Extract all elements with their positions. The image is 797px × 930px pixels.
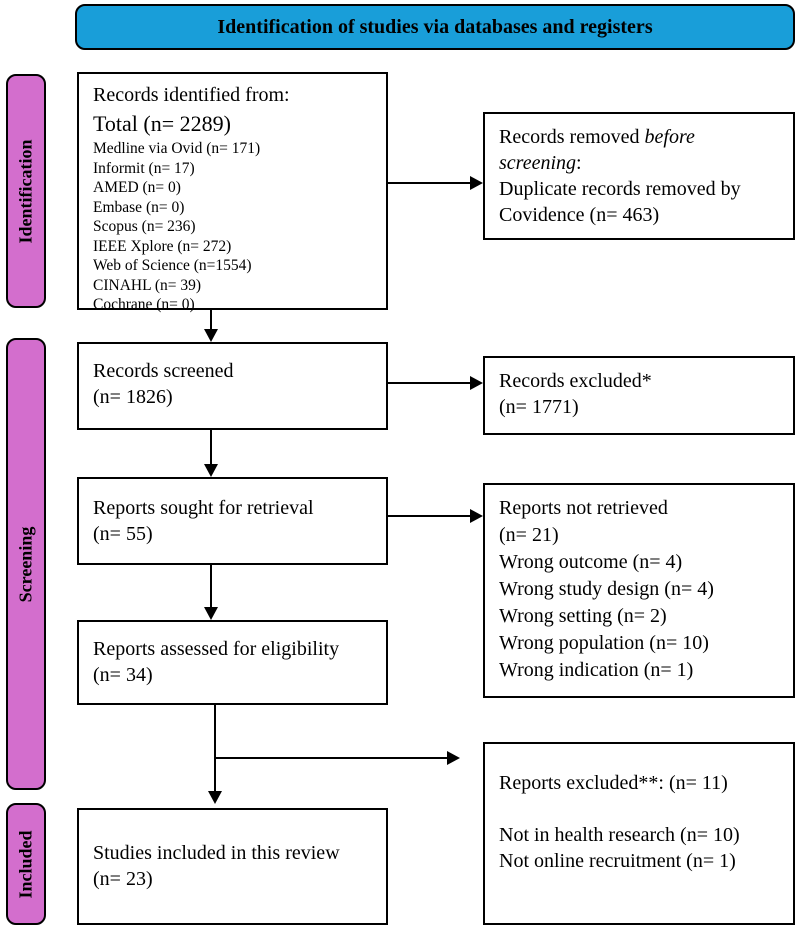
records-excluded-line1: Records excluded*: [499, 370, 652, 392]
source-line: Web of Science (n=1554): [93, 257, 252, 274]
records-removed-line1: Records removed before screening:: [499, 126, 695, 174]
stage-included: Included: [6, 803, 46, 925]
reports-excluded-line2: Not in health research (n= 10): [499, 824, 740, 846]
box-records-identified: Records identified from: Total (n= 2289)…: [77, 72, 388, 313]
not-retrieved-line: Wrong indication (n= 1): [499, 659, 694, 681]
not-retrieved-line: Wrong setting (n= 2): [499, 605, 667, 627]
records-screened-line2: (n= 1826): [93, 386, 173, 408]
not-retrieved-line: Wrong population (n= 10): [499, 632, 709, 654]
stage-screening-label: Screening: [15, 526, 36, 602]
source-line: AMED (n= 0): [93, 179, 181, 196]
source-line: Cochrane (n= 0): [93, 296, 195, 313]
records-screened-line1: Records screened: [93, 360, 234, 382]
not-retrieved-line: (n= 21): [499, 524, 559, 546]
box-reports-excluded: Reports excluded**: (n= 11) Not in healt…: [483, 742, 795, 925]
studies-included-line1: Studies included in this review: [93, 842, 340, 864]
diagram-title: Identification of studies via databases …: [217, 15, 653, 38]
box-studies-included: Studies included in this review (n= 23): [77, 808, 388, 925]
not-retrieved-line: Wrong study design (n= 4): [499, 578, 714, 600]
reports-sought-line1: Reports sought for retrieval: [93, 497, 314, 519]
source-line: CINAHL (n= 39): [93, 276, 202, 294]
source-line: IEEE Xplore (n= 272): [93, 237, 232, 255]
stage-identification: Identification: [6, 74, 46, 308]
box-reports-assessed: Reports assessed for eligibility (n= 34): [77, 620, 388, 705]
records-removed-italic-phrase: before screening: [499, 126, 695, 174]
reports-assessed-line2: (n= 34): [93, 664, 153, 686]
reports-excluded-line1: Reports excluded**: (n= 11): [499, 772, 728, 794]
records-identified-total: Total (n= 2289): [93, 111, 231, 136]
source-line: Informit (n= 17): [93, 159, 195, 177]
source-line: Scopus (n= 236): [93, 218, 196, 235]
stage-included-label: Included: [15, 829, 36, 899]
stage-identification-label: Identification: [15, 138, 36, 244]
reports-excluded-line3: Not online recruitment (n= 1): [499, 850, 736, 872]
records-identified-title: Records identified from:: [93, 84, 290, 106]
box-reports-not-retrieved: Reports not retrieved (n= 21) Wrong outc…: [483, 483, 795, 698]
reports-sought-line2: (n= 55): [93, 523, 153, 545]
box-records-removed: Records removed before screening: Duplic…: [483, 112, 795, 240]
box-records-screened: Records screened (n= 1826): [77, 342, 388, 430]
records-removed-line2: Duplicate records removed by Covidence (…: [499, 178, 741, 226]
not-retrieved-line: Reports not retrieved: [499, 497, 668, 519]
not-retrieved-line: Wrong outcome (n= 4): [499, 551, 683, 573]
diagram-title-banner: Identification of studies via databases …: [75, 4, 795, 50]
source-line: Embase (n= 0): [93, 198, 185, 216]
source-line: Medline via Ovid (n= 171): [93, 140, 261, 157]
stage-screening: Screening: [6, 338, 46, 790]
box-reports-sought: Reports sought for retrieval (n= 55): [77, 477, 388, 565]
studies-included-line2: (n= 23): [93, 868, 153, 890]
reports-assessed-line1: Reports assessed for eligibility: [93, 638, 340, 660]
records-excluded-line2: (n= 1771): [499, 396, 579, 418]
box-records-excluded: Records excluded* (n= 1771): [483, 356, 795, 435]
